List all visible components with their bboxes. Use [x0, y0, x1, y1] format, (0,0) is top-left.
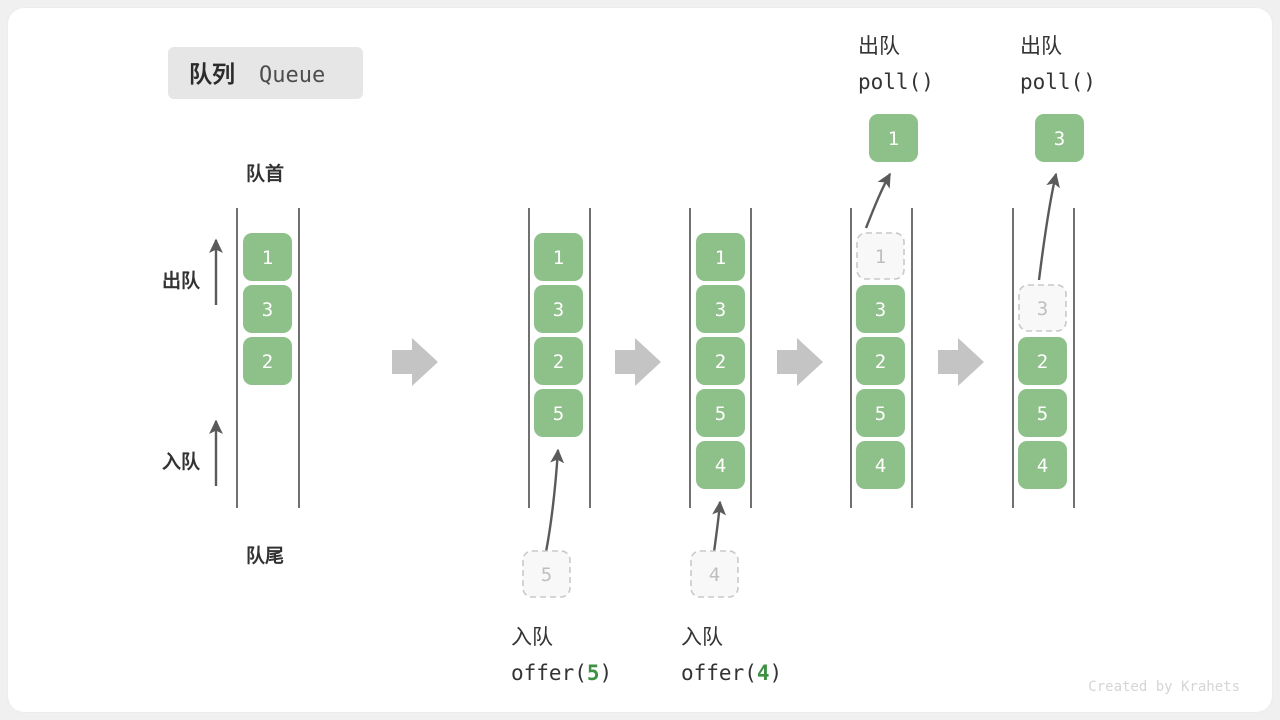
node-value: 1 [553, 247, 564, 269]
node-box: 1 [243, 233, 292, 281]
node-box: 2 [1018, 337, 1067, 385]
node-value: 5 [553, 403, 564, 425]
node-value: 1 [262, 247, 273, 269]
enqueue-flow-arrow-icon [712, 500, 727, 553]
node-box-new: 5 [534, 389, 583, 437]
node-box: 3 [534, 285, 583, 333]
dequeue-flow-arrow-icon [1037, 172, 1060, 281]
dequeue-flow-arrow-icon [864, 172, 892, 229]
node-value: 2 [715, 351, 726, 373]
ghost-value: 3 [1037, 298, 1048, 320]
node-value: 2 [875, 351, 886, 373]
column-after-poll-3: 出队 poll() 3 3 2 5 4 [1012, 35, 1096, 508]
node-value: 4 [875, 455, 886, 477]
code-prefix: offer( [511, 661, 587, 685]
ghost-box: 5 [522, 550, 571, 598]
node-value: 2 [553, 351, 564, 373]
node-box-new: 4 [696, 441, 745, 489]
node-value: 5 [715, 403, 726, 425]
credit-text: Created by Krahets [1088, 679, 1240, 695]
ghost-value: 1 [875, 246, 886, 268]
ghost-box: 3 [1018, 284, 1067, 332]
tail-label: 队尾 [246, 544, 284, 567]
operation-label-code: poll() [858, 70, 934, 94]
code-suffix: ) [770, 661, 783, 685]
node-value: 5 [1037, 403, 1048, 425]
title-badge: 队列 Queue [168, 47, 363, 99]
ghost-box: 1 [856, 232, 905, 280]
enqueue-direction: 入队 [162, 419, 223, 486]
node-box: 3 [856, 285, 905, 333]
code-arg: 4 [757, 661, 770, 685]
dequeue-label: 出队 [162, 269, 201, 292]
node-box: 5 [856, 389, 905, 437]
title-cn: 队列 [189, 61, 235, 87]
node-value: 5 [875, 403, 886, 425]
popped-value: 1 [888, 128, 899, 150]
node-value: 4 [715, 455, 726, 477]
operation-label-code: offer(5) [511, 661, 612, 685]
operation-label-cn: 入队 [681, 626, 723, 649]
node-box: 3 [243, 285, 292, 333]
popped-box: 3 [1035, 114, 1084, 162]
node-value: 2 [262, 351, 273, 373]
node-box: 2 [696, 337, 745, 385]
operation-label-cn: 入队 [511, 626, 553, 649]
popped-value: 3 [1054, 128, 1065, 150]
node-value: 3 [875, 299, 886, 321]
node-value: 3 [715, 299, 726, 321]
operation-label-code: offer(4) [681, 661, 782, 685]
title-en: Queue [259, 63, 325, 88]
node-value: 2 [1037, 351, 1048, 373]
ghost-value: 4 [709, 564, 720, 586]
column-after-poll-1: 出队 poll() 1 1 3 2 5 [850, 35, 934, 508]
node-box: 5 [696, 389, 745, 437]
node-value: 3 [262, 299, 273, 321]
dequeue-direction: 出队 [162, 238, 223, 305]
column-after-offer-4: 1 3 2 5 4 4 入队 [681, 208, 782, 685]
popped-box: 1 [869, 114, 918, 162]
operation-label-code: poll() [1020, 70, 1096, 94]
node-box: 5 [1018, 389, 1067, 437]
code-prefix: offer( [681, 661, 757, 685]
node-box: 2 [534, 337, 583, 385]
node-box: 4 [856, 441, 905, 489]
node-box: 3 [696, 285, 745, 333]
operation-label-cn: 出队 [1020, 35, 1062, 58]
head-label: 队首 [246, 162, 284, 185]
node-value: 1 [715, 247, 726, 269]
node-box: 1 [696, 233, 745, 281]
node-value: 3 [553, 299, 564, 321]
enqueue-label: 入队 [162, 450, 201, 473]
node-box: 2 [243, 337, 292, 385]
node-box: 4 [1018, 441, 1067, 489]
step-arrow-icon [615, 338, 661, 386]
ghost-value: 5 [541, 564, 552, 586]
node-value: 4 [1037, 455, 1048, 477]
node-box: 2 [856, 337, 905, 385]
node-box: 1 [534, 233, 583, 281]
step-arrow-icon [392, 338, 438, 386]
code-suffix: ) [600, 661, 613, 685]
operation-label-cn: 出队 [858, 35, 900, 58]
enqueue-flow-arrow-icon [544, 448, 565, 553]
step-arrow-icon [938, 338, 984, 386]
step-arrow-icon [777, 338, 823, 386]
ghost-box: 4 [690, 550, 739, 598]
code-arg: 5 [587, 661, 600, 685]
column-initial: 队首 队尾 出队 入队 1 3 [162, 162, 300, 567]
column-after-offer-5: 1 3 2 5 5 入队 offer(5) [511, 208, 612, 685]
